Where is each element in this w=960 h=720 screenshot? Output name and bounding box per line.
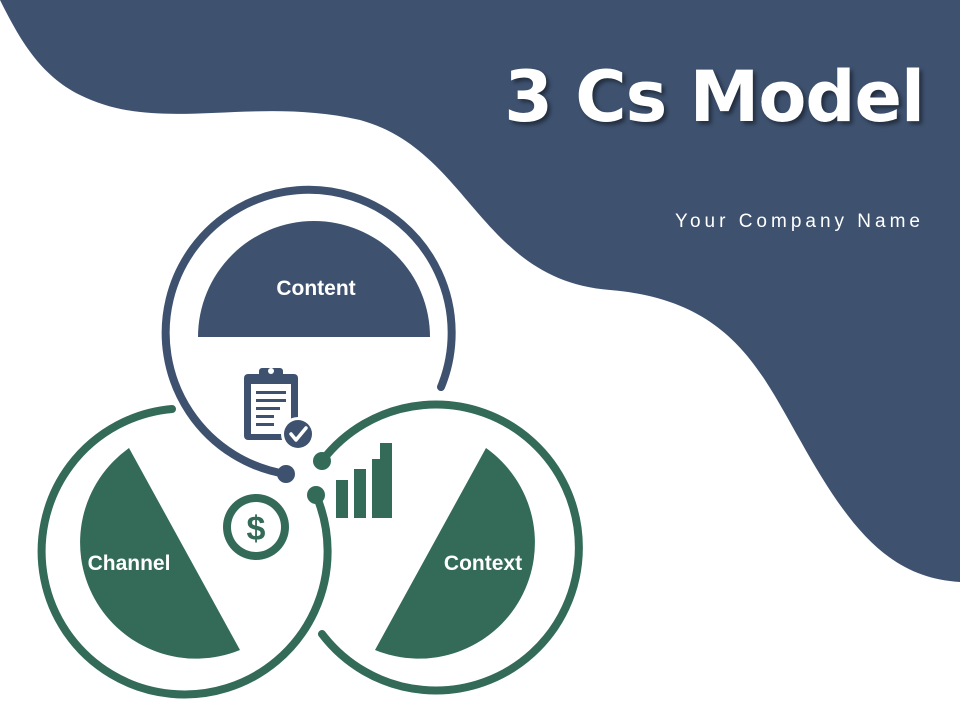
content-ring-end-dot — [277, 465, 295, 483]
clipboard-check-icon — [244, 368, 315, 451]
content-fill — [198, 221, 430, 337]
bar-chart-icon — [336, 443, 392, 518]
channel-ring-end-dot — [307, 486, 325, 504]
context-ring-end-dot — [313, 452, 331, 470]
channel-label: Channel — [88, 552, 171, 575]
context-fill — [375, 448, 535, 659]
content-ring — [161, 185, 456, 478]
channel-fill — [80, 448, 240, 659]
channel-ring — [37, 405, 332, 699]
slide-title: 3 Cs Model — [504, 56, 925, 138]
context-label: Context — [444, 552, 522, 575]
content-label: Content — [276, 277, 355, 300]
svg-text:$: $ — [247, 510, 266, 548]
channel-segment: Channel — [37, 405, 332, 699]
dollar-coin-icon: $ — [223, 494, 289, 560]
content-segment: Content — [161, 185, 456, 483]
context-ring — [318, 400, 583, 695]
company-name: Your Company Name — [675, 211, 924, 232]
context-segment: Context — [313, 400, 583, 695]
